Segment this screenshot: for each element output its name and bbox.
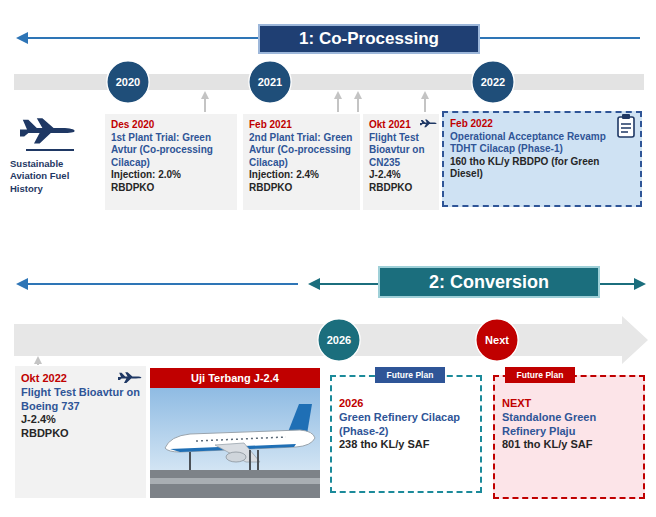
- year-circle-text: 2021: [258, 76, 282, 88]
- milestone-box: Feb 20212nd Plant Trial: Green Avtur (Co…: [243, 114, 360, 210]
- detail-text: RBDPKO: [111, 182, 231, 195]
- plan-box: 2026Green Refinery Cilacap (Phase-2)238 …: [330, 375, 482, 493]
- photo-header: Uji Terbang J-2.4: [150, 368, 320, 388]
- pointer-arrow: [424, 95, 426, 112]
- detail-text: 160 tho KL/y RBDPO (for Green Diesel): [450, 156, 634, 181]
- airplane-icon: [20, 118, 75, 143]
- title-text: Flight Test Bioavtur on Boeing 737: [21, 386, 140, 414]
- plan-box: NEXTStandalone Green Refinery Plaju801 t…: [493, 375, 645, 499]
- detail-text: J-2.4%: [369, 169, 433, 182]
- detail-text: RBDPKO: [21, 427, 140, 441]
- year-circle-text: 2026: [327, 334, 351, 346]
- section-banner-text: 1: Co-Processing: [299, 29, 439, 49]
- title-text: 1st Plant Trial: Green Avtur (Co-process…: [111, 132, 231, 170]
- milestone-box: Okt 2021Flight Test Bioavtur on CN235J-2…: [363, 114, 439, 210]
- timeline-band: [14, 316, 648, 364]
- year-circle: 2020: [106, 60, 150, 104]
- section-banner: 2: Conversion: [378, 266, 600, 298]
- side-label: Sustainable Aviation Fuel History: [10, 158, 90, 195]
- plan-tab: Future Plan: [375, 367, 445, 383]
- clipboard-icon: [618, 114, 634, 137]
- milestone-box: Okt 2022Flight Test Bioavtur on Boeing 7…: [15, 366, 146, 498]
- title-text: 2nd Plant Trial: Green Avtur (Co-process…: [249, 132, 354, 170]
- circle-shape: [249, 61, 291, 103]
- icon-underline: [26, 149, 74, 151]
- date-text: Feb 2021: [249, 119, 354, 132]
- year-circle-text: Next: [485, 334, 509, 346]
- title-text: Standalone Green Refinery Plaju: [502, 411, 636, 439]
- date-text: Okt 2021: [369, 119, 433, 132]
- circle-shape: [318, 319, 360, 361]
- airplane-photo: [150, 388, 320, 498]
- detail-text: Injection: 2.0%: [111, 169, 231, 182]
- plan-tab-text: Future Plan: [387, 370, 434, 380]
- pointer-arrow: [337, 95, 339, 112]
- section-banner-text: 2: Conversion: [429, 272, 549, 293]
- section-banner: 1: Co-Processing: [258, 24, 480, 54]
- detail-text: 238 tho KL/y SAF: [339, 438, 473, 452]
- circle-shape: [107, 61, 149, 103]
- date-text: Okt 2022: [21, 372, 140, 386]
- detail-text: RBDPKO: [369, 182, 433, 195]
- year-circle: 2026: [317, 318, 361, 362]
- photo-header-text: Uji Terbang J-2.4: [191, 372, 279, 384]
- date-text: 2026: [339, 397, 473, 411]
- year-circle: 2022: [471, 60, 515, 104]
- detail-text: RBDPKO: [249, 182, 354, 195]
- date-text: NEXT: [502, 397, 636, 411]
- milestone-box: Feb 2022Operational Acceptance Revamp TD…: [442, 111, 642, 207]
- pointer-arrow: [204, 95, 206, 112]
- airplane-icon: [118, 372, 141, 383]
- title-text: Operational Acceptance Revamp TDHT Cilac…: [450, 131, 634, 156]
- timeline-arrow: [22, 283, 298, 285]
- date-text: Des 2020: [111, 119, 231, 132]
- plan-tab: Future Plan: [505, 367, 575, 383]
- airplane-icon: [420, 120, 437, 128]
- year-circle-text: 2022: [481, 76, 505, 88]
- circle-shape: [472, 61, 514, 103]
- pointer-arrow: [37, 360, 39, 365]
- title-text: Flight Test Bioavtur on CN235: [369, 132, 433, 170]
- detail-text: J-2.4%: [21, 413, 140, 427]
- milestone-box: Des 20201st Plant Trial: Green Avtur (Co…: [105, 114, 237, 210]
- year-circle: 2021: [248, 60, 292, 104]
- detail-text: Injection: 2.4%: [249, 169, 354, 182]
- title-text: Green Refinery Cilacap (Phase-2): [339, 411, 473, 439]
- pointer-arrow: [357, 95, 359, 112]
- date-text: Feb 2022: [450, 118, 634, 131]
- year-circle: Next: [475, 318, 519, 362]
- detail-text: 801 tho KL/y SAF: [502, 438, 636, 452]
- circle-shape: [476, 319, 518, 361]
- plan-tab-text: Future Plan: [517, 370, 564, 380]
- year-circle-text: 2020: [116, 76, 140, 88]
